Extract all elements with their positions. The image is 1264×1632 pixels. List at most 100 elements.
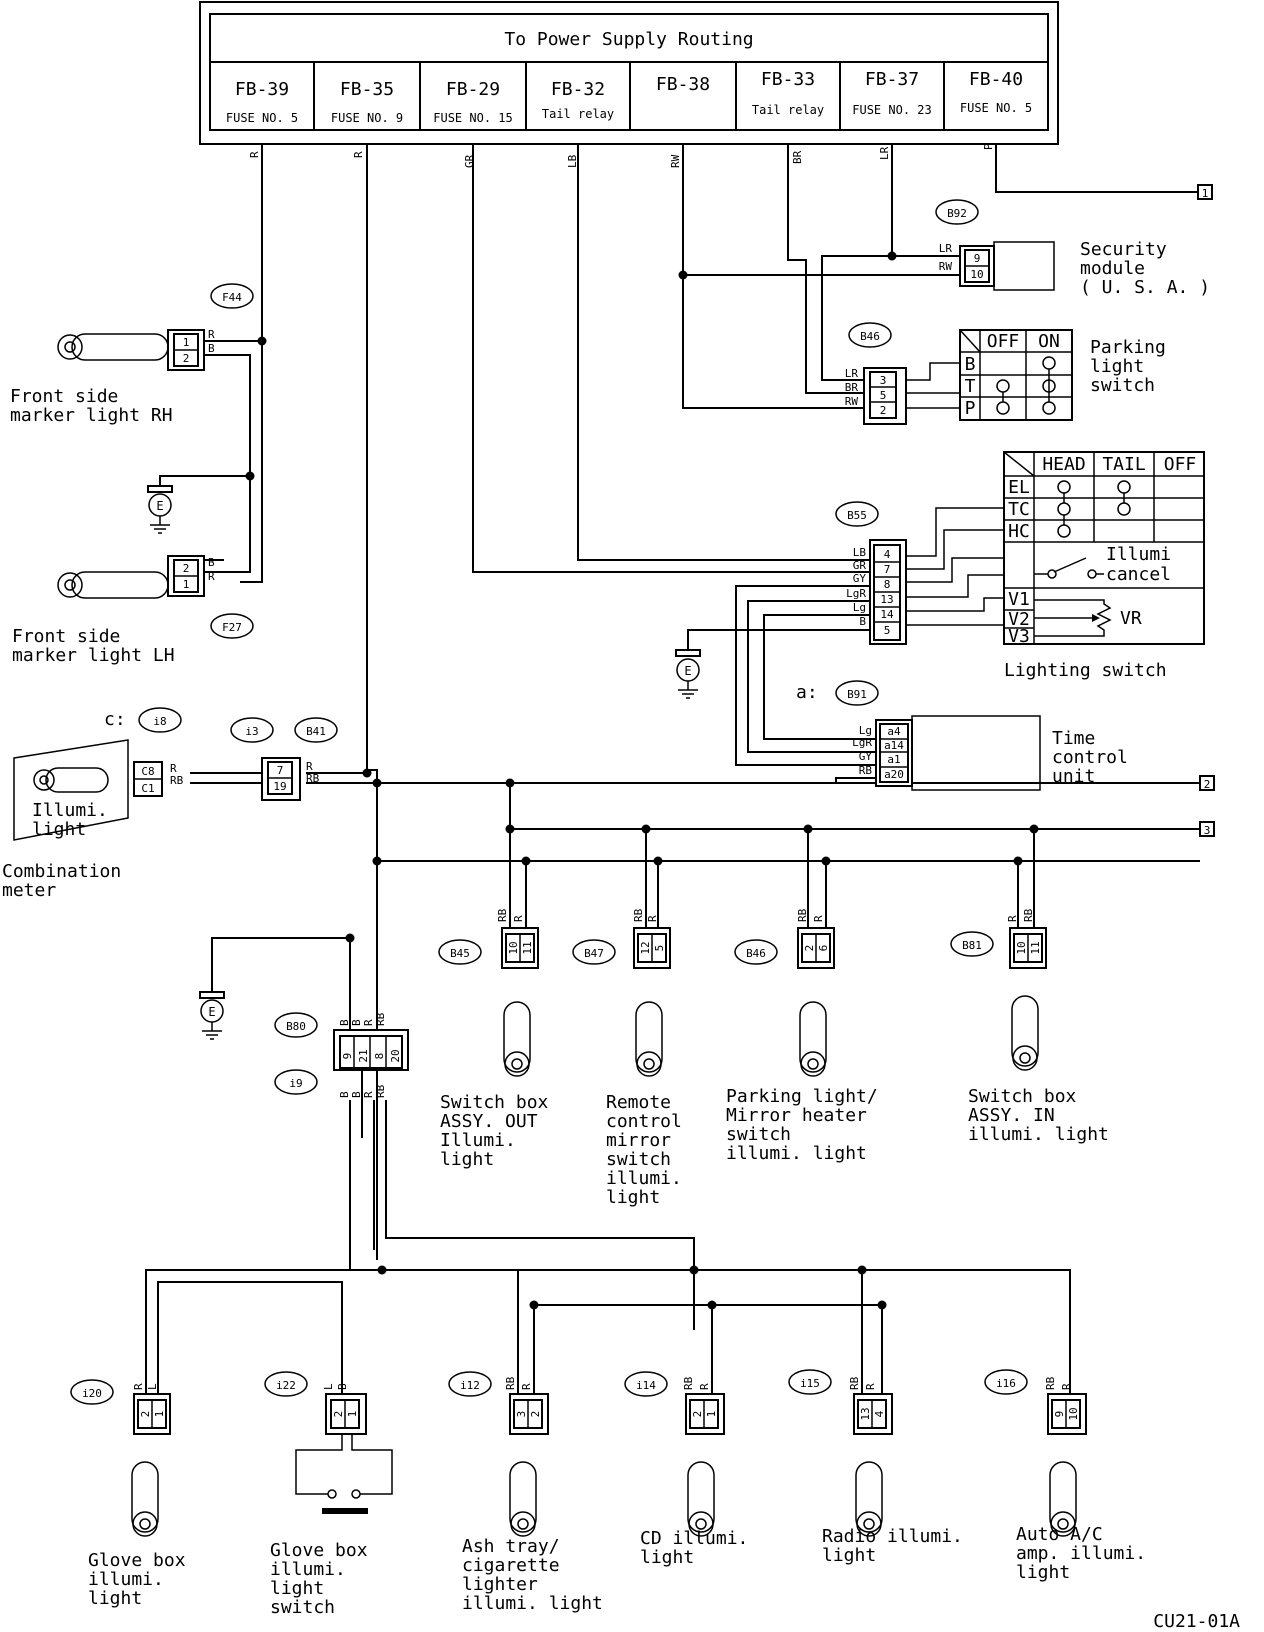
pin-number: 21 [357, 1049, 370, 1062]
lower-load-3: i12 3 2 RB R Ash tray/ cigarette lighter… [448, 1270, 603, 1614]
pin-number: 10 [970, 268, 983, 281]
wire-color: RB [1022, 908, 1035, 922]
wire-color: R [1006, 915, 1019, 922]
pin-number: 1 [183, 578, 190, 591]
front-marker-lh: 2 1 B R F27 Front side marker light LH [12, 555, 254, 666]
lighting-switch: B55 4 7 8 13 14 5 LB GR GY LgR Lg B [835, 451, 1205, 681]
front-marker-rh: F44 1 2 R B Front side marker light RH [10, 283, 254, 426]
pin-number: a14 [884, 739, 904, 752]
lower-load-5: i15 13 4 RB R Radio illumi. light [788, 1270, 963, 1566]
pin-number: 13 [880, 593, 893, 606]
ground-symbol: E [675, 649, 701, 699]
component-label: illumi. [88, 1569, 164, 1590]
component-label: illumi. light [462, 1593, 603, 1614]
wire-color: RB [848, 1376, 861, 1390]
ground-label: E [684, 664, 691, 678]
wire-color: RB [1044, 1376, 1057, 1390]
pin-number: 2 [183, 562, 190, 575]
fuse-name: Tail relay [542, 107, 614, 121]
component-label: Illumi. [32, 800, 108, 821]
pin-number: 4 [873, 1410, 886, 1417]
component-label: light [88, 1588, 142, 1609]
pin-number: 1 [346, 1411, 359, 1418]
pin-number: 5 [884, 624, 891, 637]
component-label: unit [1052, 766, 1095, 787]
wire-color: R [352, 151, 365, 158]
component-label: Illumi. [440, 1130, 516, 1151]
connector-code: i8 [153, 715, 166, 728]
wire-color: RB [374, 1084, 387, 1098]
component-label: marker light LH [12, 645, 175, 666]
pin-number: 7 [277, 764, 284, 777]
wire-color: L [146, 1383, 159, 1390]
pin-number: 1 [153, 1411, 166, 1418]
connector-code: B81 [962, 939, 982, 952]
wire-color: R [208, 570, 215, 583]
pin-number: C1 [141, 782, 154, 795]
switch-row: EL [1008, 477, 1030, 498]
pin-number: 13 [859, 1407, 872, 1420]
component-label: ASSY. OUT [440, 1111, 538, 1132]
component-label: switch [270, 1597, 335, 1618]
lower-load-2: i22 2 1 L B Glove box illumi. light swit… [264, 1371, 393, 1618]
pin-number: 9 [974, 252, 981, 265]
wire-color: R [170, 762, 177, 775]
security-module: B92 9 10 LR RW Security module ( U. S. A… [935, 199, 1210, 298]
component-label: light [440, 1149, 494, 1170]
component-label: ( U. S. A. ) [1080, 277, 1210, 298]
connector-code: i15 [800, 1377, 820, 1390]
b80-connector: B80 i9 9 21 8 20 B B R RB B B R RB [274, 1012, 409, 1098]
wire-color: R [248, 151, 261, 158]
connector-code: B46 [860, 330, 880, 343]
pin-number: 2 [139, 1411, 152, 1418]
component-label: light [640, 1547, 694, 1568]
pin-number: 2 [183, 352, 190, 365]
fuse-code: FB-37 [865, 69, 919, 90]
ref-label: 1 [1202, 187, 1209, 200]
wire-color: GY [859, 750, 873, 763]
v-row: V1 [1008, 589, 1030, 610]
prefix: a: [796, 682, 818, 703]
upper-load-4: B81 10 11 R RB Switch box ASSY. IN illum… [950, 829, 1109, 1145]
component-label: mirror [606, 1130, 671, 1151]
pin-number: 3 [880, 374, 887, 387]
fuse-name: FUSE NO. 5 [960, 101, 1032, 115]
component-label: Remote [606, 1092, 671, 1113]
wire-color: BR [791, 150, 804, 164]
vr-label: VR [1120, 608, 1142, 629]
connector-code: i12 [460, 1379, 480, 1392]
connector-code: B46 [746, 947, 766, 960]
wire-color: BR [845, 381, 859, 394]
pin-number: 2 [691, 1411, 704, 1418]
ref-marker-3: 3 [1199, 821, 1215, 837]
connector-code: B45 [450, 947, 470, 960]
component-label: ASSY. IN [968, 1105, 1055, 1126]
connector-code: B92 [947, 207, 967, 220]
fuse-code: FB-33 [761, 69, 815, 90]
wire-color: B [859, 615, 866, 628]
fuse-name: FUSE NO. 15 [433, 111, 512, 125]
fuse-wire-labels: R R GR LB RW BR LR P [248, 143, 995, 168]
component-label: Radio illumi. [822, 1526, 963, 1547]
pin-number: a1 [887, 753, 900, 766]
pin-number: 6 [817, 945, 830, 952]
wire-color: RW [845, 395, 859, 408]
switch-row: TC [1008, 499, 1030, 520]
wire-color: B [208, 556, 215, 569]
wire-color: R [864, 1383, 877, 1390]
component-label: light [1090, 356, 1144, 377]
component-label: Front side [12, 626, 120, 647]
wire-color: RW [669, 154, 682, 168]
component-label: Glove box [270, 1540, 368, 1561]
component-label: module [1080, 258, 1145, 279]
component-label: control [606, 1111, 682, 1132]
connector-code: B47 [584, 947, 604, 960]
pin-number: 2 [803, 945, 816, 952]
pin-number: 5 [880, 389, 887, 402]
component-label: Combination [2, 861, 121, 882]
pin-number: 2 [880, 404, 887, 417]
v-row: V2 [1008, 609, 1030, 630]
component-label: light [1016, 1562, 1070, 1583]
wire-color: R [646, 915, 659, 922]
